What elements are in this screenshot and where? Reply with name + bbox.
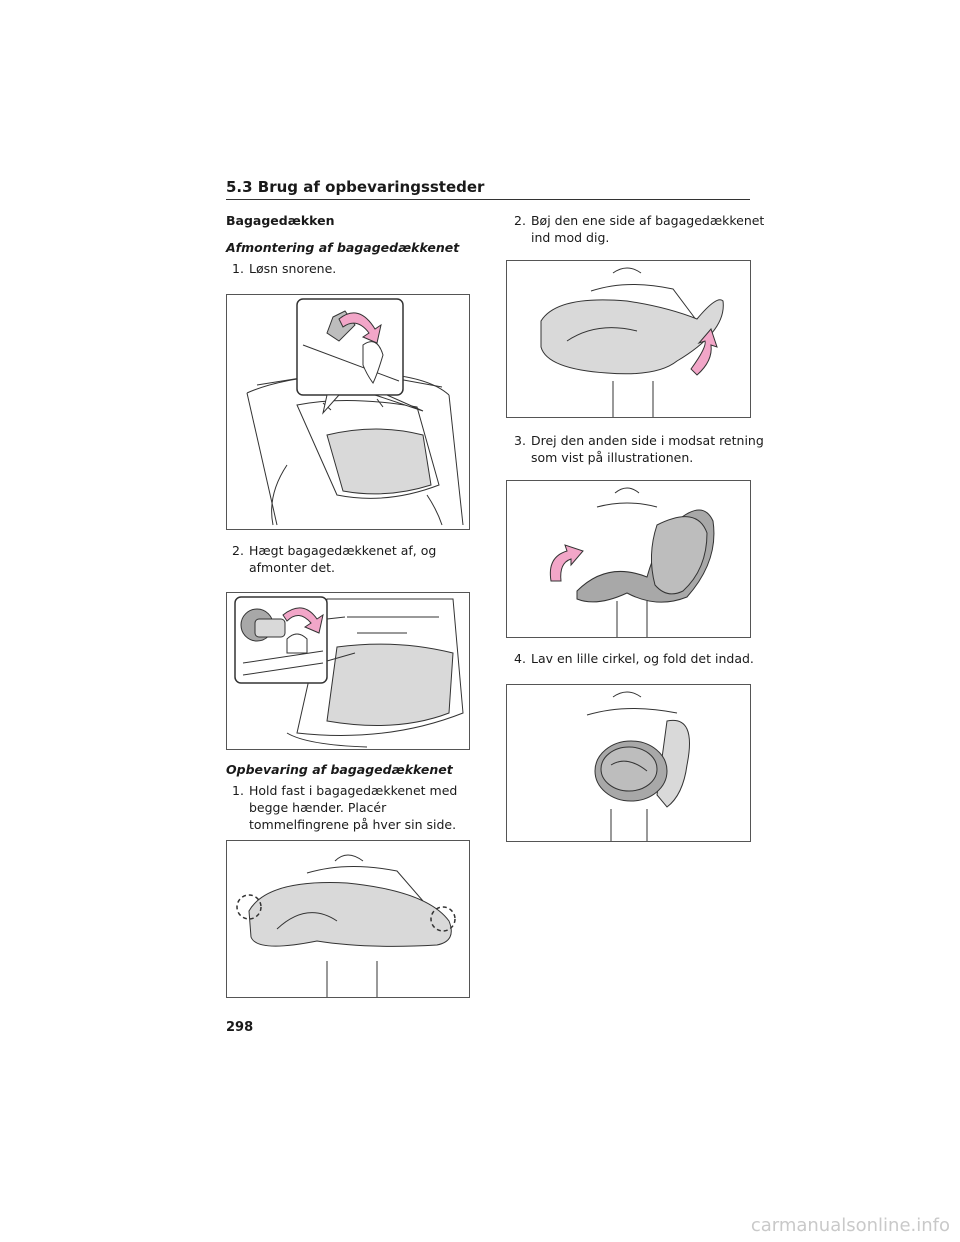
step-text: Bøj den ene side af bagagedækkenet xyxy=(530,213,765,228)
step-text-cont: begge hænder. Placér xyxy=(249,800,387,815)
figure-twist-side xyxy=(506,480,751,638)
figure-unhook-cover xyxy=(226,592,470,750)
section-header: 5.3 Brug af opbevaringssteder xyxy=(226,178,485,196)
step-store-3: 3. Drej den anden side i modsat retning … xyxy=(514,432,764,466)
step-text: Løsn snorene. xyxy=(248,261,337,276)
step-number: 3. xyxy=(514,433,526,448)
step-number: 4. xyxy=(514,651,526,666)
step-remove-2: 2. Hægt bagagedækkenet af, og afmonter d… xyxy=(232,542,436,576)
figure-hold-cover xyxy=(226,840,470,998)
step-text: Lav en lille cirkel, og fold det indad. xyxy=(530,651,754,666)
step-remove-1: 1. Løsn snorene. xyxy=(232,260,336,277)
subsection-title-store: Opbevaring af bagagedækkenet xyxy=(226,762,453,777)
step-number: 2. xyxy=(514,213,526,228)
step-store-1: 1. Hold fast i bagagedækkenet med begge … xyxy=(232,782,457,833)
step-text-cont: afmonter det. xyxy=(249,560,336,575)
step-text: Drej den anden side i modsat retning xyxy=(530,433,764,448)
figure-loosen-strings xyxy=(226,294,470,530)
step-text: Hægt bagagedækkenet af, og xyxy=(248,543,437,558)
subsection-title-remove: Afmontering af bagagedækkenet xyxy=(226,240,460,255)
step-store-2: 2. Bøj den ene side af bagagedækkenet in… xyxy=(514,212,764,246)
step-number: 1. xyxy=(232,261,244,276)
watermark: carmanualsonline.info xyxy=(750,1215,950,1236)
step-text-cont: tommelfingrene på hver sin side. xyxy=(249,817,457,832)
section-title: Bagagedækken xyxy=(226,213,335,228)
step-number: 1. xyxy=(232,783,244,798)
figure-fold-circle xyxy=(506,684,751,842)
step-text: Hold fast i bagagedækkenet med xyxy=(248,783,458,798)
step-number: 2. xyxy=(232,543,244,558)
figure-bend-side xyxy=(506,260,751,418)
header-divider xyxy=(226,199,750,200)
step-text-cont: som vist på illustrationen. xyxy=(531,450,694,465)
step-text-cont: ind mod dig. xyxy=(531,230,610,245)
page-number: 298 xyxy=(226,1020,254,1035)
step-store-4: 4. Lav en lille cirkel, og fold det inda… xyxy=(514,650,754,667)
